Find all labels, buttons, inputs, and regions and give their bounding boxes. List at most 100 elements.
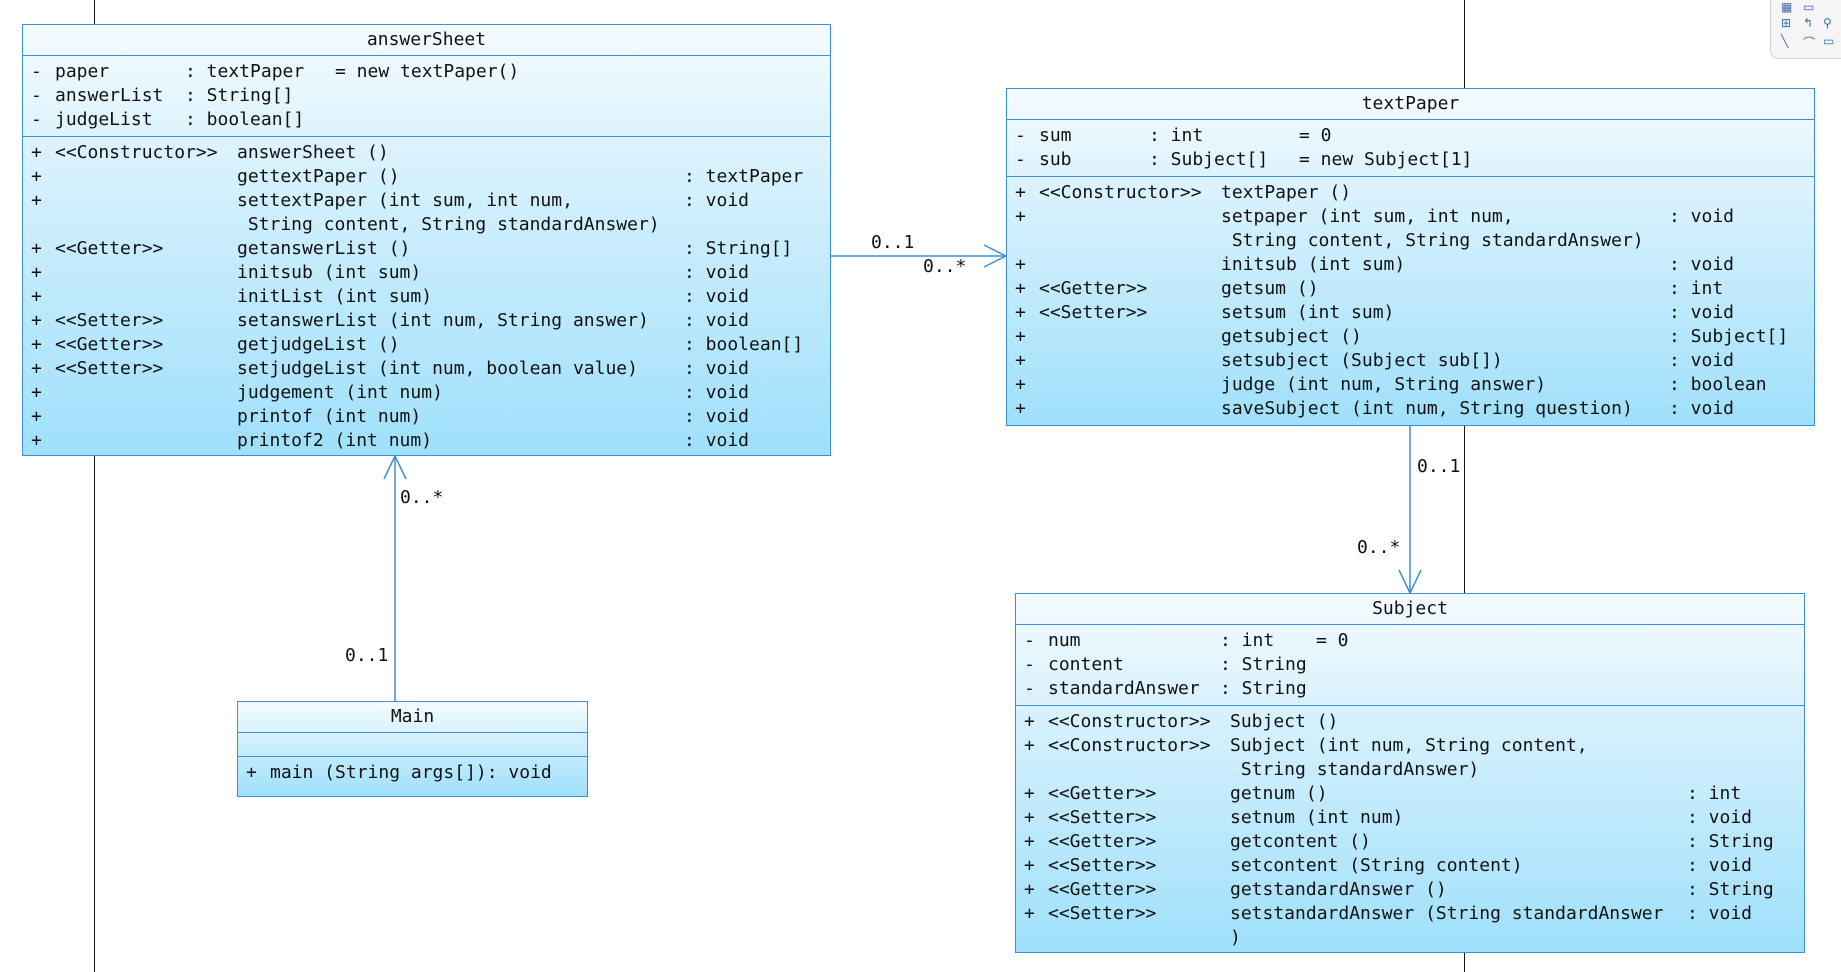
mult-main-to: 0..* xyxy=(400,487,444,508)
stereotype xyxy=(55,189,237,237)
operation-row: +<<Setter>>setnum (int num): void xyxy=(1024,806,1796,830)
return-type: : int xyxy=(1669,278,1724,299)
attribute-type: : String[] xyxy=(185,85,294,106)
stereotype xyxy=(55,405,237,429)
visibility: + xyxy=(31,142,42,163)
tree-tool-icon[interactable]: ⊞ xyxy=(1781,16,1792,30)
mult-textpaper-subject-from: 0..1 xyxy=(1417,456,1461,477)
mult-answersheet-end: 0..1 xyxy=(871,232,915,253)
class-tool-icon[interactable]: ▦ xyxy=(1781,0,1793,14)
operation-row: +setpaper (int sum, int num, String cont… xyxy=(1015,205,1806,253)
operation-signature: initsub (int sum) xyxy=(237,262,422,283)
visibility: - xyxy=(1024,630,1035,651)
class-answersheet[interactable]: answerSheet -paper: textPaper= new textP… xyxy=(22,24,831,456)
return-type: : String xyxy=(1687,879,1774,900)
attribute-row: -sub: Subject[]= new Subject[1] xyxy=(1015,148,1806,172)
stereotype: <<Constructor>> xyxy=(1048,735,1211,756)
attribute-name: answerList xyxy=(55,85,164,106)
visibility: + xyxy=(246,762,257,783)
package-tool-icon[interactable]: ▭ xyxy=(1803,0,1815,14)
stereotype xyxy=(1039,205,1221,253)
visibility: + xyxy=(1024,879,1035,900)
class-textpaper[interactable]: textPaper -sum: int= 0-sub: Subject[]= n… xyxy=(1006,88,1815,426)
stereotype xyxy=(1039,349,1221,373)
operation-signature: setstandardAnswer (String standardAnswer… xyxy=(1230,903,1664,948)
stereotype xyxy=(55,381,237,405)
operation-row: +<<Getter>>getnum (): int xyxy=(1024,782,1796,806)
operation-row: +saveSubject (int num, String question):… xyxy=(1015,397,1806,421)
visibility: + xyxy=(31,382,42,403)
operation-row: +<<Getter>>getcontent (): String xyxy=(1024,830,1796,854)
return-type: : int xyxy=(1687,783,1742,804)
visibility: + xyxy=(1015,302,1026,323)
visibility: + xyxy=(1024,807,1035,828)
operation-row: +judgement (int num): void xyxy=(31,381,822,405)
visibility: + xyxy=(1024,903,1035,924)
operation-row: +<<Setter>>setstandardAnswer (String sta… xyxy=(1024,902,1796,950)
operation-signature: setsum (int sum) xyxy=(1221,302,1395,323)
attributes-section: -paper: textPaper= new textPaper()-answe… xyxy=(23,56,830,137)
return-type: : void xyxy=(1687,903,1753,924)
pin-tool-icon[interactable]: ⚲ xyxy=(1823,16,1832,30)
operation-row: +<<Setter>>setanswerList (int num, Strin… xyxy=(31,309,822,333)
operation-signature: getanswerList () xyxy=(237,238,411,259)
visibility: + xyxy=(1024,855,1035,876)
visibility: + xyxy=(31,334,42,355)
operations-section: +<<Constructor>>Subject ()+<<Constructor… xyxy=(1016,706,1804,954)
stereotype xyxy=(55,261,237,285)
operation-row: +<<Constructor>>answerSheet () xyxy=(31,141,822,165)
attributes-section: -sum: int= 0-sub: Subject[]= new Subject… xyxy=(1007,120,1814,177)
stereotype: <<Setter>> xyxy=(55,310,164,331)
attribute-type: : Subject[] xyxy=(1149,149,1269,170)
attribute-name: sub xyxy=(1039,149,1072,170)
operation-signature: setanswerList (int num, String answer) xyxy=(237,310,649,331)
line-tool-icon[interactable]: ╲ xyxy=(1781,34,1789,48)
operations-section: +<<Constructor>>textPaper ()+setpaper (i… xyxy=(1007,177,1814,425)
stereotype xyxy=(1039,397,1221,421)
tool-palette[interactable]: ▦ ▭ ⊞ ↰ ⚲ ╲ ⌒ ▭ xyxy=(1770,0,1841,59)
visibility: + xyxy=(31,358,42,379)
return-type: : textPaper xyxy=(684,166,804,187)
operations-section: +<<Constructor>>answerSheet ()+gettextPa… xyxy=(23,137,830,457)
operation-signature: judgement (int num) xyxy=(237,382,443,403)
visibility: + xyxy=(1024,735,1035,756)
return-type: : void xyxy=(486,762,552,783)
operation-signature: printof2 (int num) xyxy=(237,430,433,451)
operation-row: +<<Constructor>>Subject () xyxy=(1024,710,1796,734)
return-type: : void xyxy=(1669,206,1735,227)
mult-textpaper-end: 0..* xyxy=(923,256,967,277)
class-main[interactable]: Main +main (String args[]): void xyxy=(237,701,588,797)
class-subject[interactable]: Subject -num: int= 0-content: String-sta… xyxy=(1015,593,1805,953)
operation-row: +<<Constructor>>Subject (int num, String… xyxy=(1024,734,1796,782)
stereotype xyxy=(55,285,237,309)
attribute-row: -standardAnswer: String xyxy=(1024,677,1796,701)
visibility: + xyxy=(31,166,42,187)
visibility: + xyxy=(31,262,42,283)
stereotype: <<Constructor>> xyxy=(55,142,218,163)
return-type: : void xyxy=(1669,254,1735,275)
visibility: + xyxy=(31,190,42,211)
operation-signature: textPaper () xyxy=(1221,182,1352,203)
stereotype xyxy=(1039,373,1221,397)
return-type: : void xyxy=(684,190,750,211)
operation-row: +<<Constructor>>textPaper () xyxy=(1015,181,1806,205)
return-type: : Subject[] xyxy=(1669,326,1789,347)
stereotype xyxy=(1039,325,1221,349)
visibility: - xyxy=(1024,654,1035,675)
stereotype: <<Getter>> xyxy=(1039,278,1148,299)
attribute-name: content xyxy=(1048,654,1124,675)
link-tool-icon[interactable]: ↰ xyxy=(1803,16,1814,30)
return-type: : void xyxy=(684,406,750,427)
attribute-name: judgeList xyxy=(55,109,153,130)
rect-tool-icon[interactable]: ▭ xyxy=(1823,34,1835,48)
operation-signature: printof (int num) xyxy=(237,406,422,427)
stereotype: <<Getter>> xyxy=(55,238,164,259)
stereotype xyxy=(55,165,237,189)
return-type: : void xyxy=(1669,302,1735,323)
operation-signature: initList (int sum) xyxy=(237,286,433,307)
curve-tool-icon[interactable]: ⌒ xyxy=(1803,36,1816,50)
operation-row: +<<Setter>>setsum (int sum): void xyxy=(1015,301,1806,325)
attribute-name: paper xyxy=(55,61,110,82)
attribute-initial-value: = new textPaper() xyxy=(335,61,520,82)
stereotype xyxy=(1039,253,1221,277)
